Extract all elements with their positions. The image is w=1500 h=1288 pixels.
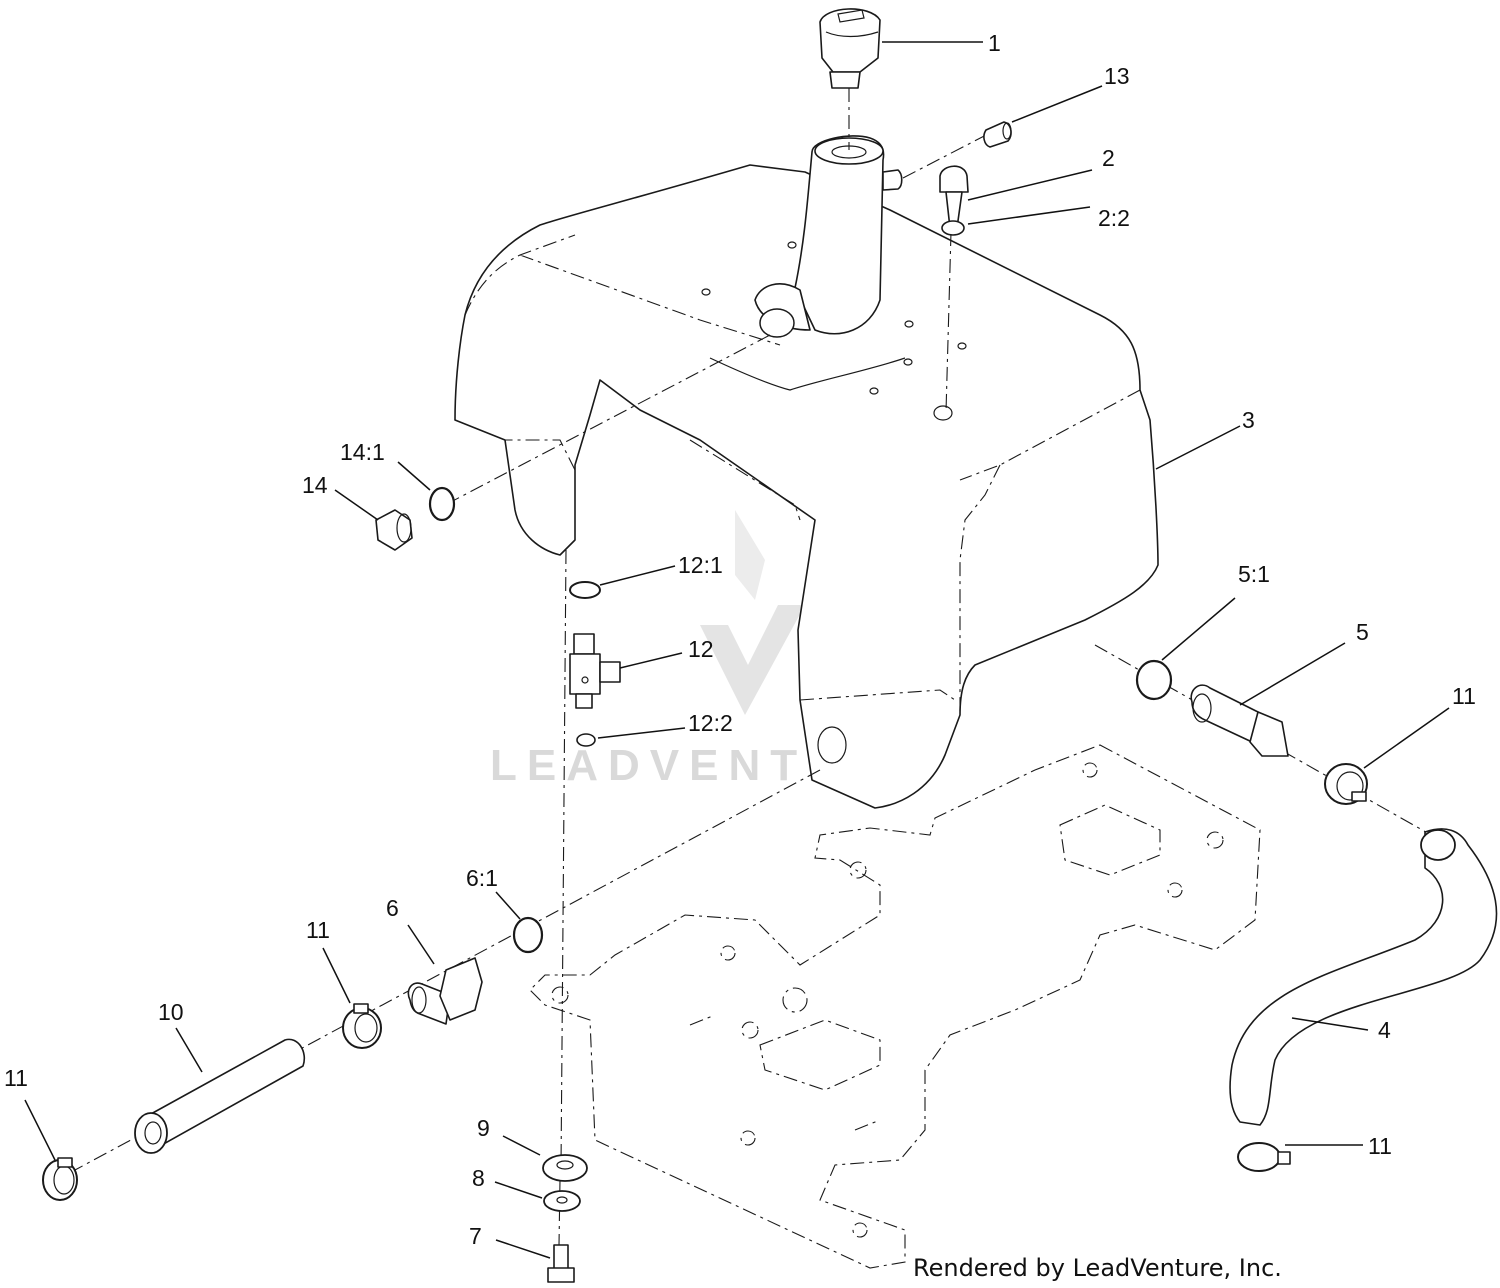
drain-plug	[375, 509, 413, 551]
callout-7: 7	[469, 1223, 482, 1249]
hose-adapter	[407, 957, 483, 1025]
callout-11: 11	[4, 1065, 28, 1091]
callout-6: 6	[386, 895, 399, 921]
callout-1: 1	[988, 30, 1001, 56]
bolt-washer	[941, 220, 965, 236]
filler-cap	[819, 8, 881, 89]
callout-4: 4	[1378, 1017, 1391, 1043]
callout-8: 8	[472, 1165, 485, 1191]
callout-5: 5	[1356, 619, 1369, 645]
callout-3: 3	[1242, 407, 1255, 433]
suction-tube	[134, 1038, 305, 1154]
callout-12-1: 12:1	[678, 552, 723, 578]
mount-washer	[543, 1190, 581, 1212]
hose-clamp	[342, 1003, 382, 1049]
callout-11: 11	[306, 917, 330, 943]
mount-grommet	[542, 1154, 588, 1182]
callout-labels: 1 13 2 2:2 3 14:1 14 12:1 12 12:2 5:1 5 …	[4, 30, 1476, 1249]
callout-11: 11	[1368, 1133, 1392, 1159]
callout-9: 9	[477, 1115, 490, 1141]
hose-clamp	[1324, 763, 1368, 805]
tee-fitting	[569, 633, 621, 709]
hose-clamp	[1237, 1142, 1291, 1172]
hose-clamp	[42, 1157, 78, 1201]
mounting-plate	[529, 744, 1261, 1269]
vent-fitting	[983, 121, 1012, 148]
callout-12: 12	[688, 636, 714, 662]
mount-bolt	[547, 1244, 575, 1283]
callout-10: 10	[158, 999, 184, 1025]
callout-2-2: 2:2	[1098, 205, 1130, 231]
tee-o-ring	[569, 581, 601, 599]
plug-o-ring	[428, 486, 456, 522]
callout-11: 11	[1452, 683, 1476, 709]
leader-lines	[24, 41, 1450, 1259]
suction-hose	[1229, 828, 1498, 1126]
fitting-o-ring	[1135, 659, 1173, 701]
callout-14-1: 14:1	[340, 439, 385, 465]
hydraulic-tank	[454, 135, 1159, 809]
callout-13: 13	[1104, 63, 1130, 89]
elbow-fitting	[1190, 684, 1289, 757]
callout-14: 14	[302, 472, 328, 498]
callout-6-1: 6:1	[466, 865, 498, 891]
fill-bolt	[939, 165, 969, 229]
callout-5-1: 5:1	[1238, 561, 1270, 587]
callout-12-2: 12:2	[688, 710, 733, 736]
tee-washer	[576, 733, 596, 747]
adapter-o-ring	[512, 916, 544, 954]
callout-2: 2	[1102, 145, 1115, 171]
render-credit: Rendered by LeadVenture, Inc.	[913, 1254, 1282, 1282]
